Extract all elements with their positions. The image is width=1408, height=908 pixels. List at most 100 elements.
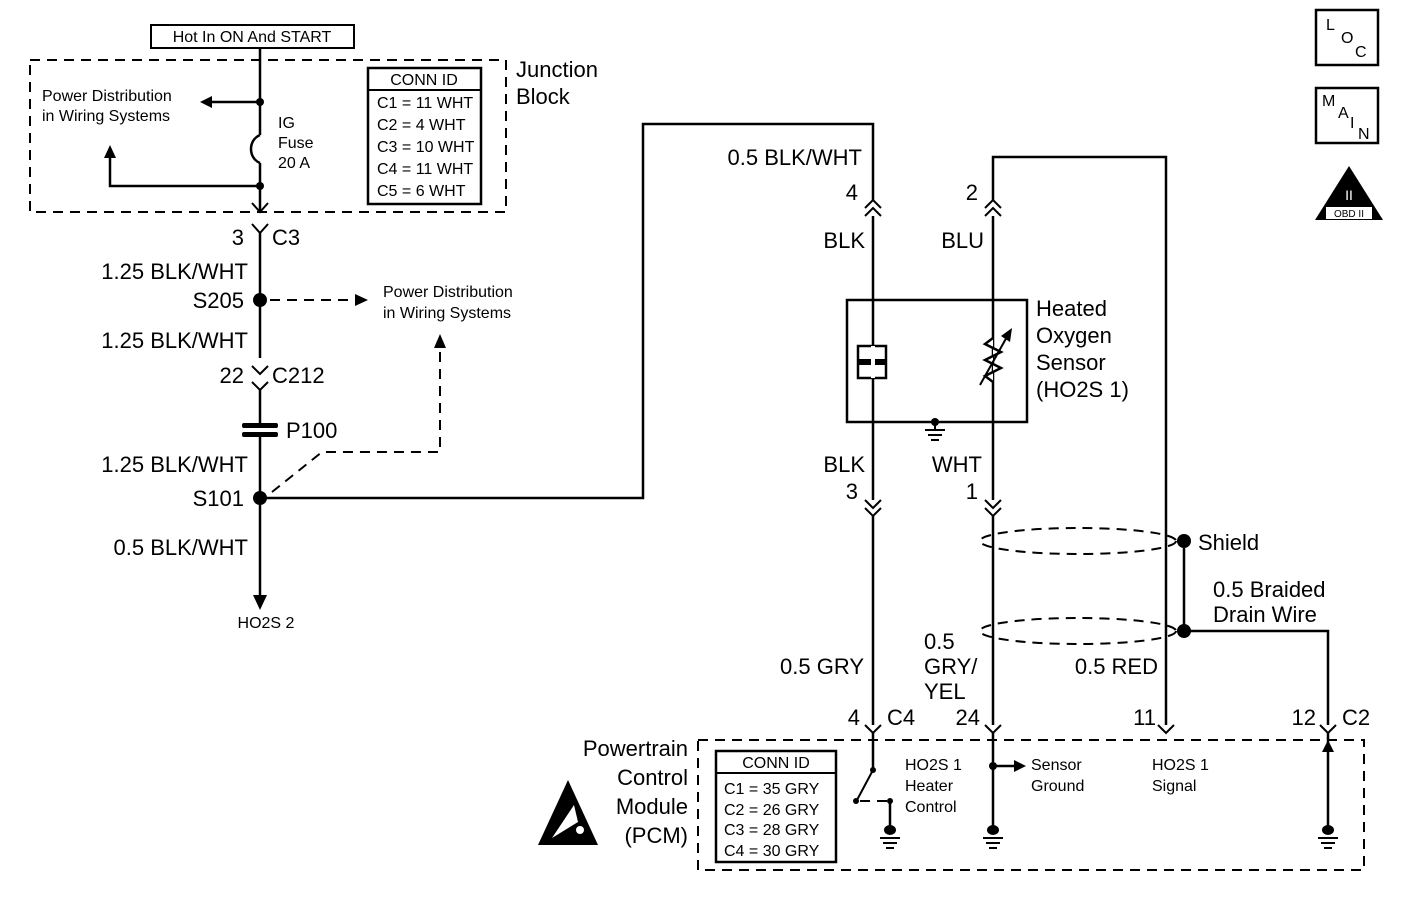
sensor-blk-bottom: BLK [823, 452, 865, 477]
main-letter: I [1350, 115, 1354, 132]
ho2s2-label: HO2S 2 [238, 615, 295, 632]
arrow-right-icon [355, 294, 368, 306]
p100-label: P100 [286, 418, 337, 443]
jb-conn-id-row: C4 = 11 WHT [377, 161, 473, 178]
heater-control-3: Control [905, 799, 957, 816]
power-source-label: Hot In ON And START [173, 29, 332, 46]
sensor-name-3: Sensor [1036, 350, 1106, 375]
wire-label-gry: 0.5 GRY [780, 654, 864, 679]
pcm-name-4: (PCM) [624, 823, 688, 848]
esd-warning-icon [538, 780, 598, 845]
c3-pin: 3 [232, 225, 244, 250]
power-source-box [150, 24, 355, 49]
sensor-blu: BLU [941, 228, 984, 253]
sensor-name-2: Oxygen [1036, 323, 1112, 348]
sensor-ground-2: Ground [1031, 778, 1084, 795]
jb-conn-id-row: C2 = 4 WHT [377, 117, 466, 134]
loc-icon[interactable]: L O C [1314, 8, 1380, 67]
pin3-connector-icon [864, 499, 882, 510]
arrow-down-icon [253, 595, 267, 610]
sensor-ground-icon [983, 733, 1026, 849]
pcm-pin24-connector-icon [984, 724, 1002, 735]
pcm-pin12: 12 [1292, 705, 1316, 730]
ho2s1-signal-2: Signal [1152, 778, 1196, 795]
pcm-conn-id-box [714, 749, 838, 864]
jb-conn-id-row: C1 = 11 WHT [377, 95, 473, 112]
arrow-up-icon [434, 334, 446, 348]
arrow-left-icon [200, 96, 212, 108]
junction-block-outline [29, 59, 507, 213]
jb-power-dist-2: in Wiring Systems [42, 108, 170, 125]
sensor-ground-1: Sensor [1031, 757, 1082, 774]
jb-return-wire [108, 155, 260, 188]
pcm-pin11: 11 [1133, 705, 1156, 730]
pcm-conn-id-row: C3 = 28 GRY [724, 822, 820, 839]
s205-label: S205 [193, 288, 244, 313]
c212-pin: 22 [220, 363, 244, 388]
ho2s1-sensor: 0.5 BLK/WHT 4 2 BLK BLU Heated Oxygen Se… [728, 145, 1330, 725]
shield-label: Shield [1198, 530, 1259, 555]
pcm-conn-id-table: CONN ID C1 = 35 GRY C2 = 26 GRY C3 = 28 … [714, 749, 838, 864]
pcm-pin24: 24 [956, 705, 980, 730]
obd-ii-icon[interactable]: II OBD II [1315, 166, 1383, 220]
main-icon[interactable]: M A I N [1314, 86, 1380, 145]
wire-label-4: 0.5 BLK/WHT [114, 535, 248, 560]
pcm-conn-id-row: C1 = 35 GRY [724, 781, 820, 798]
c3-label: C3 [272, 225, 300, 250]
pin1-connector-icon [984, 499, 1002, 510]
jb-node-top [256, 98, 264, 106]
pin4-connector-icon [864, 198, 882, 209]
p100-icon [242, 423, 278, 428]
pin2-connector-icon [984, 206, 1002, 217]
splice-s205 [253, 293, 267, 307]
sensor-name-1: Heated [1036, 296, 1107, 321]
jb-conn-id-row: C3 = 10 WHT [377, 139, 475, 156]
heater-control-switch-icon [853, 733, 900, 849]
ground-icon [925, 418, 945, 441]
fuse-icon [249, 133, 261, 165]
junction-block-label-2: Block [516, 84, 571, 109]
loc-letter: L [1326, 17, 1335, 34]
wire-label-gry-yel-2: GRY/ [924, 654, 978, 679]
shield-ellipse-bottom [979, 617, 1177, 645]
sensor-pin2: 2 [966, 180, 978, 205]
junction-block-label-1: Junction [516, 57, 598, 82]
sensor-wire-top: 0.5 BLK/WHT [728, 145, 862, 170]
wire-blu-signal [991, 155, 1168, 725]
sensor-name-4: (HO2S 1) [1036, 377, 1129, 402]
pcm-conn-id-row: C2 = 26 GRY [724, 802, 820, 819]
c212-label: C212 [272, 363, 325, 388]
shield-node [1177, 534, 1191, 548]
pcm-c2: C2 [1342, 705, 1370, 730]
heater-element-icon [856, 344, 888, 380]
pcm: 4 C4 24 11 12 C2 Powertrain Control Modu… [538, 705, 1370, 871]
pcm-pin4: 4 [848, 705, 860, 730]
wire-label-1: 1.25 BLK/WHT [101, 259, 248, 284]
wire-label-3: 1.25 BLK/WHT [101, 452, 248, 477]
obd-text: OBD II [1334, 209, 1364, 220]
variable-resistor-icon [979, 328, 1012, 386]
sensor-pin4: 4 [846, 180, 858, 205]
pcm-pin12-connector-icon [1319, 724, 1337, 735]
drain-label-2: Drain Wire [1213, 602, 1317, 627]
main-letter: M [1322, 93, 1335, 110]
pcm-conn-id-row: C4 = 30 GRY [724, 843, 820, 860]
c3-connector-icon [251, 202, 269, 214]
pcm-outline [697, 739, 1365, 871]
fuse-label-1: IG [278, 115, 295, 132]
s101-label: S101 [193, 486, 244, 511]
drain-ground-icon [1318, 733, 1338, 849]
s101-dashed-branch [271, 348, 441, 493]
wire-label-gry-yel-1: 0.5 [924, 629, 955, 654]
pcm-c4: C4 [887, 705, 915, 730]
jb-node-bottom [256, 182, 264, 190]
pin4-connector-icon [864, 206, 882, 217]
pcm-name-2: Control [617, 765, 688, 790]
heater-control-2: Heater [905, 778, 954, 795]
arrow-up-icon [104, 145, 116, 158]
sensor-pin3: 3 [846, 479, 858, 504]
sensor-blk-top: BLK [823, 228, 865, 253]
c212-connector-icon [251, 381, 269, 392]
wire-label-red: 0.5 RED [1075, 654, 1158, 679]
